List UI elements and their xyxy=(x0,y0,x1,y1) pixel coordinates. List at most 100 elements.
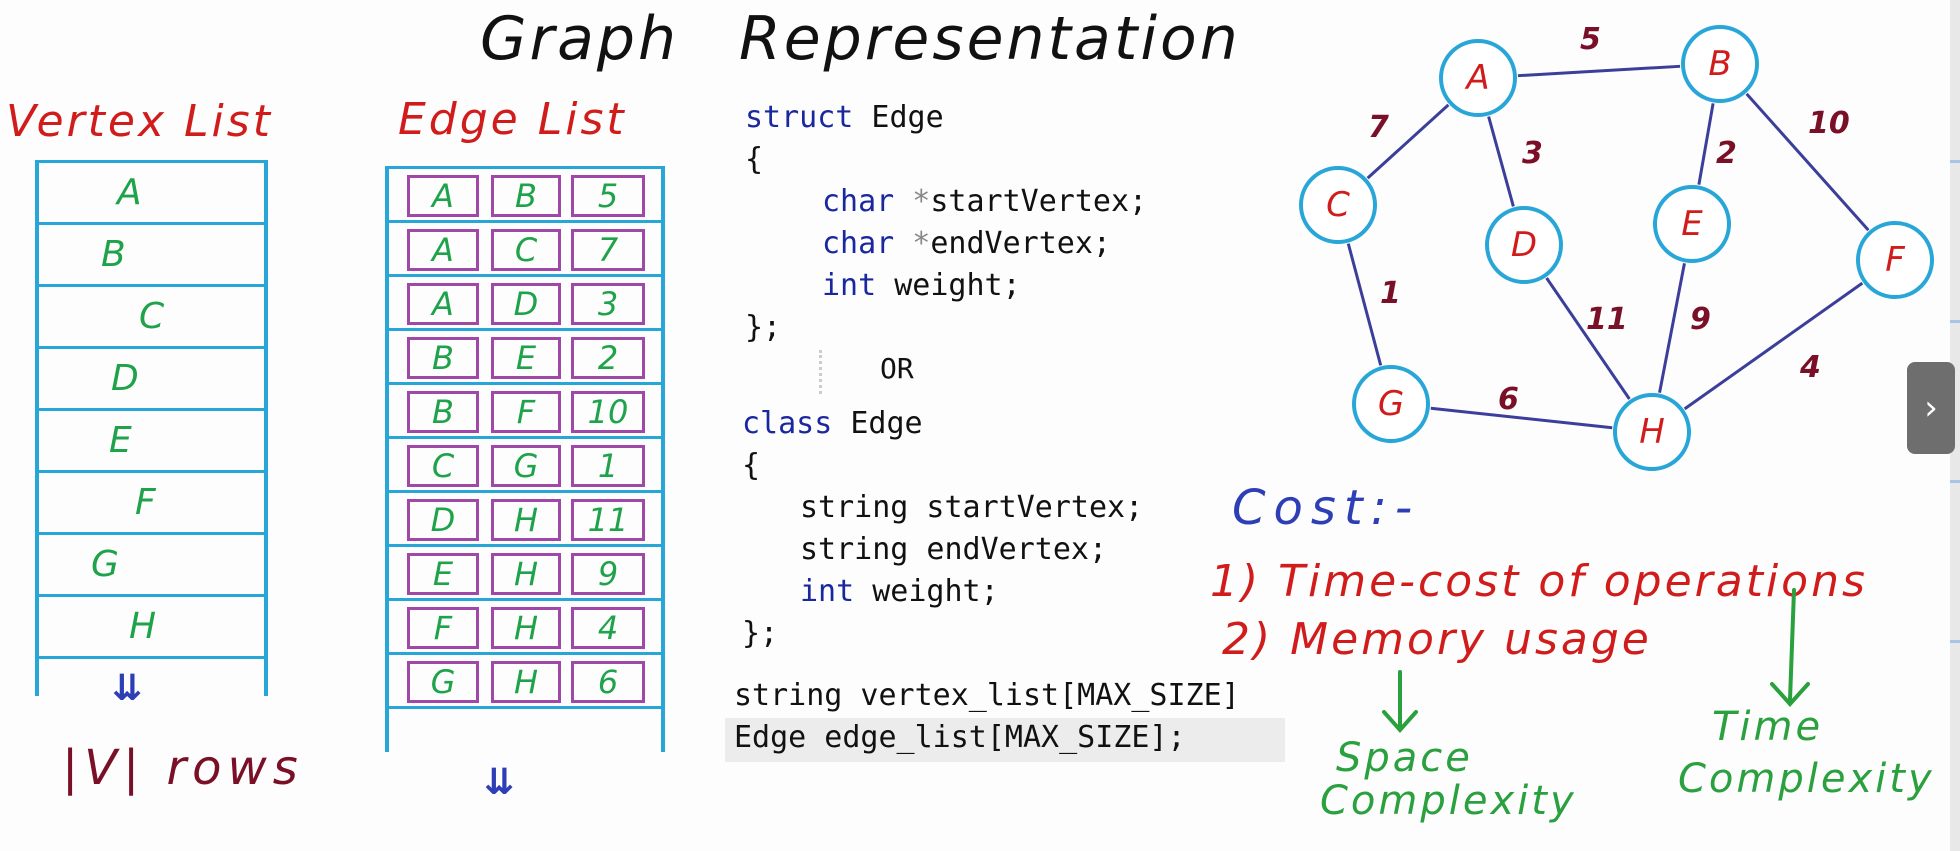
edge-start-cell: B xyxy=(407,391,479,433)
code-class-line: class Edge xyxy=(742,406,923,441)
edge-start-cell: B xyxy=(407,337,479,379)
edge-weight-cell: 10 xyxy=(571,391,645,433)
edge-start-cell: D xyxy=(407,499,479,541)
edge-start-cell: A xyxy=(407,283,479,325)
keyword: struct xyxy=(745,100,854,135)
keyword: class xyxy=(742,406,833,441)
code-decl: string vertex_list[MAX_SIZE] xyxy=(734,678,1240,713)
cost-item-2: 2) Memory usage xyxy=(1222,614,1652,665)
side-tick xyxy=(1950,320,1960,323)
edge-weight-label: 5 xyxy=(1580,22,1601,57)
edge-weight-label: 4 xyxy=(1800,350,1821,385)
edge-start-cell: E xyxy=(407,553,479,595)
edge-end-cell: E xyxy=(491,337,561,379)
vertex-row: B xyxy=(39,225,264,287)
page-title: Graph Representation xyxy=(480,4,1241,74)
code-field: string startVertex; xyxy=(800,490,1144,525)
code-brace: }; xyxy=(745,310,782,345)
edge-row-divider xyxy=(389,706,661,759)
graph-edge xyxy=(1545,277,1631,400)
code-field: string endVertex; xyxy=(800,532,1108,567)
vertex-row: A xyxy=(39,163,264,225)
space-label-2: Complexity xyxy=(1320,778,1577,824)
edge-end-cell: H xyxy=(491,499,561,541)
edge-weight-label: 2 xyxy=(1716,136,1737,171)
side-strip xyxy=(1950,0,1960,851)
edge-weight-label: 3 xyxy=(1522,136,1543,171)
keyword: int xyxy=(822,268,877,303)
edge-list-heading: Edge List xyxy=(398,94,627,145)
edge-end-cell: G xyxy=(491,445,561,487)
code-text: Edge xyxy=(853,100,944,135)
edge-weight-label: 9 xyxy=(1690,302,1711,337)
title-word-2: Representation xyxy=(739,4,1241,74)
graph-node: D xyxy=(1485,206,1563,284)
edge-end-cell: D xyxy=(491,283,561,325)
code-brace: }; xyxy=(742,616,779,651)
edge-weight-cell: 2 xyxy=(571,337,645,379)
edge-weight-cell: 5 xyxy=(571,175,645,217)
edge-start-cell: F xyxy=(407,607,479,649)
keyword: int xyxy=(800,574,855,609)
code-text: Edge xyxy=(832,406,923,441)
edge-weight-cell: 11 xyxy=(571,499,645,541)
graph-node: H xyxy=(1613,393,1691,471)
code-text: endVertex; xyxy=(930,226,1111,261)
edge-start-cell: A xyxy=(407,229,479,271)
edge-weight-label: 7 xyxy=(1368,110,1389,145)
graph-edge xyxy=(1346,243,1383,366)
title-word-1: Graph xyxy=(480,4,680,74)
edge-list-arrow: ⇊ xyxy=(484,762,515,803)
vertex-list-heading: Vertex List xyxy=(6,96,273,147)
side-tick xyxy=(1950,640,1960,643)
vertex-list-tail xyxy=(35,656,268,696)
time-label: Time xyxy=(1712,704,1824,750)
next-slide-button[interactable]: › xyxy=(1907,362,1955,454)
code-text: weight; xyxy=(854,574,999,609)
edge-start-cell: A xyxy=(407,175,479,217)
graph-edge xyxy=(1430,406,1613,430)
side-tick xyxy=(1950,480,1960,483)
edge-weight-label: 6 xyxy=(1498,382,1519,417)
edge-weight-cell: 1 xyxy=(571,445,645,487)
code-text: * xyxy=(894,184,931,219)
edge-weight-cell: 4 xyxy=(571,607,645,649)
code-field: char *startVertex; xyxy=(822,184,1147,219)
edge-end-cell: H xyxy=(491,607,561,649)
edge-weight-cell: 9 xyxy=(571,553,645,595)
code-struct-line: struct Edge xyxy=(745,100,944,135)
graph-node: C xyxy=(1299,166,1377,244)
graph-edge xyxy=(1697,103,1715,185)
code-or: OR xyxy=(880,352,914,385)
cost-heading: Cost:- xyxy=(1232,480,1421,536)
edge-weight-cell: 7 xyxy=(571,229,645,271)
vertex-row: D xyxy=(39,349,264,411)
space-label: Space xyxy=(1336,735,1473,781)
code-field: int weight; xyxy=(822,268,1021,303)
graph-edge xyxy=(1745,92,1870,232)
graph-node: B xyxy=(1681,25,1759,103)
edge-end-cell: H xyxy=(491,661,561,703)
vertex-row: H xyxy=(39,597,264,659)
code-field: int weight; xyxy=(800,574,999,609)
edge-end-cell: H xyxy=(491,553,561,595)
edge-end-cell: F xyxy=(491,391,561,433)
vertex-list: A B C D E F G H xyxy=(35,160,268,659)
time-label-2: Complexity xyxy=(1678,756,1935,802)
graph-edge xyxy=(1366,103,1450,180)
graph-edge xyxy=(1683,281,1864,411)
edge-start-cell: G xyxy=(407,661,479,703)
vertex-row: C xyxy=(39,287,264,349)
graph-node: F xyxy=(1856,221,1934,299)
edge-end-cell: C xyxy=(491,229,561,271)
keyword: char xyxy=(822,184,895,219)
graph-edge xyxy=(1487,116,1515,207)
